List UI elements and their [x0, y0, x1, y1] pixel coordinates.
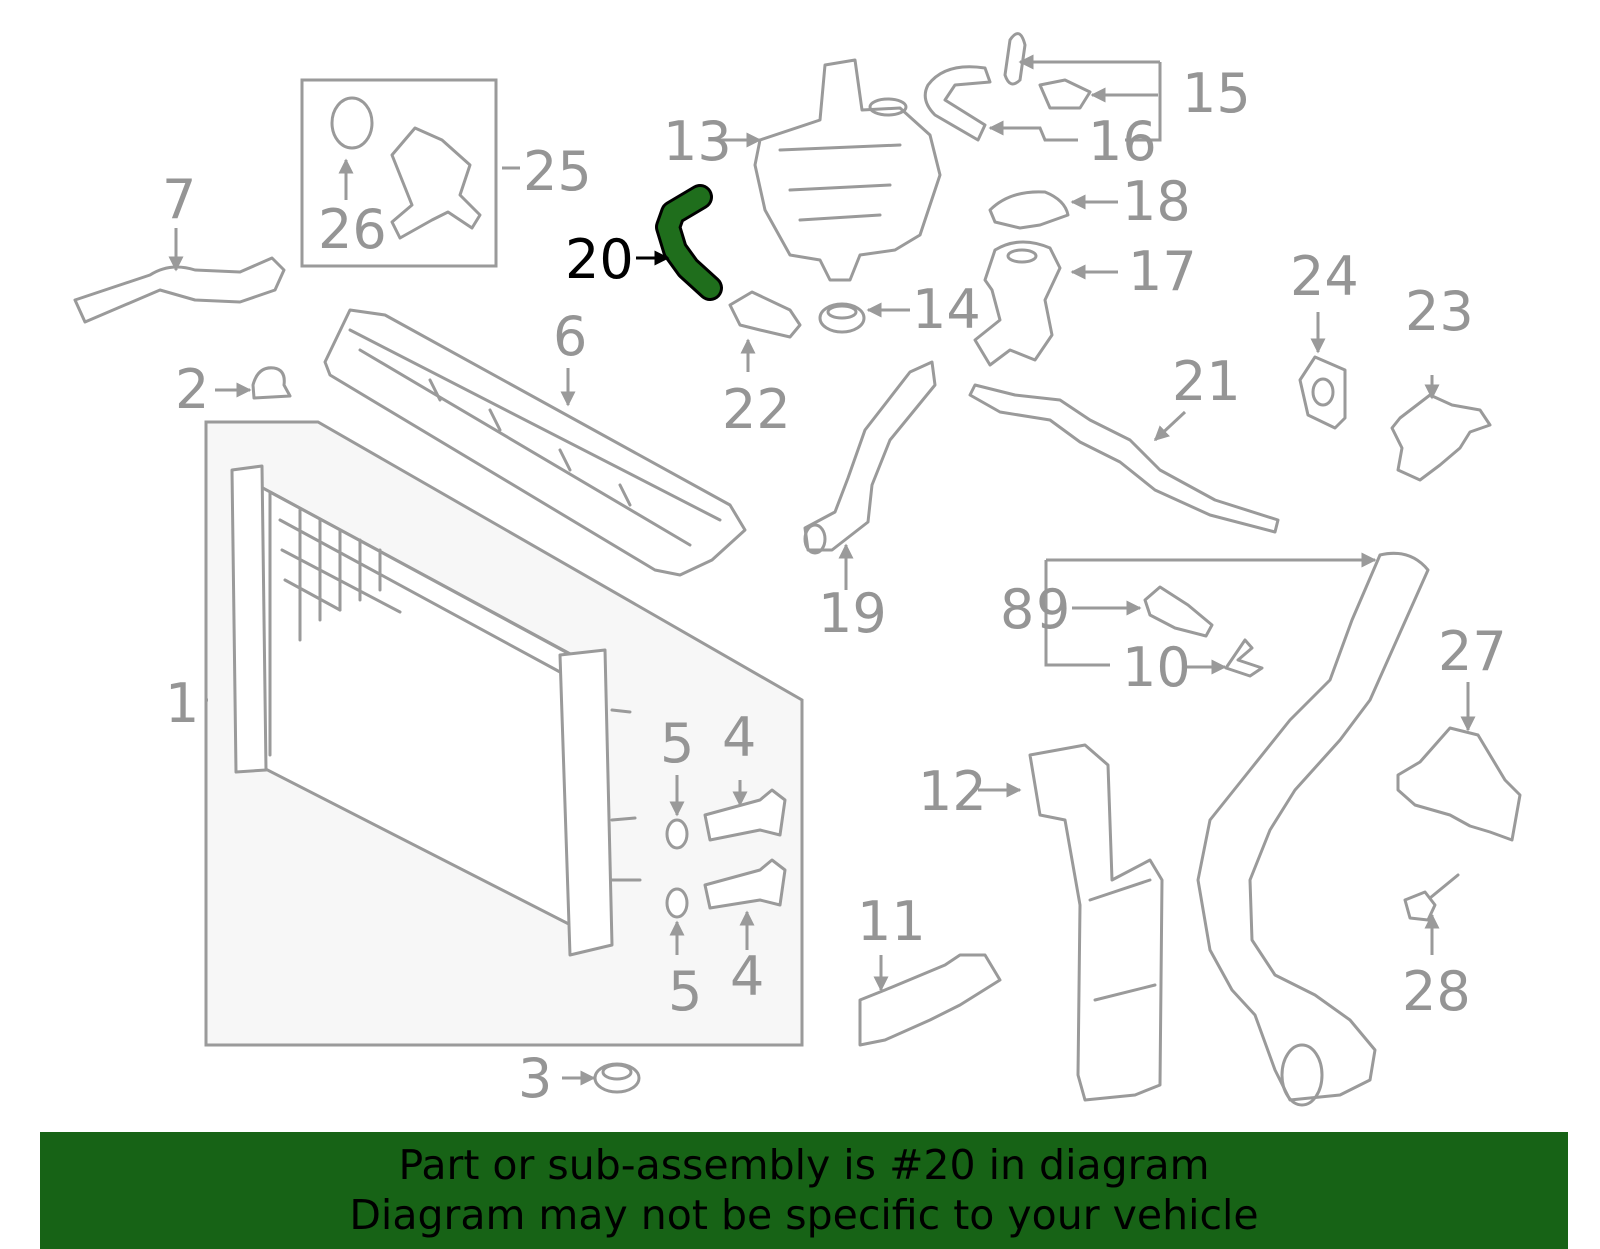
callout-19: 19 [818, 582, 887, 645]
callout-20: 20 [565, 228, 634, 291]
grommet-14 [818, 302, 866, 334]
banner-line-1: Part or sub-assembly is #20 in diagram [398, 1141, 1210, 1189]
callout-25: 25 [523, 140, 592, 203]
banner-line-2: Diagram may not be specific to your vehi… [349, 1191, 1259, 1239]
callout-3: 3 [518, 1047, 552, 1110]
callout-7: 7 [162, 168, 196, 231]
bracket-11 [858, 953, 1002, 1047]
callout-24: 24 [1290, 245, 1359, 308]
bolt-28 [1403, 873, 1460, 922]
hose-7 [73, 256, 286, 324]
sensor-22 [728, 290, 802, 339]
callout-18: 18 [1122, 170, 1191, 233]
callout-1: 1 [165, 672, 199, 735]
callout-26: 26 [318, 198, 387, 261]
water-pump-23 [1390, 393, 1492, 482]
callout-6: 6 [553, 305, 587, 368]
hose-19 [803, 360, 937, 555]
gasket-24 [1298, 355, 1347, 430]
callout-13: 13 [663, 110, 732, 173]
radiator-support [323, 308, 747, 577]
callout-5a: 5 [660, 712, 694, 775]
grommet-3 [593, 1062, 641, 1094]
duct-12 [1028, 743, 1164, 1102]
bracket-27 [1396, 726, 1522, 842]
hose-15-16 [923, 32, 1092, 142]
callout-4b: 4 [730, 945, 764, 1008]
o-ring-5 [665, 818, 689, 919]
tube-21 [968, 383, 1280, 534]
water-inlet-box [300, 78, 498, 268]
callout-12: 12 [918, 760, 987, 823]
callout-28: 28 [1402, 960, 1471, 1023]
callout-14: 14 [912, 278, 981, 341]
drain-plug-4 [703, 788, 787, 910]
callout-21: 21 [1172, 350, 1241, 413]
hose-8 [1196, 551, 1430, 1107]
radiator-assembly [204, 420, 804, 1047]
callout-16: 16 [1088, 110, 1157, 173]
callout-23: 23 [1405, 280, 1474, 343]
callout-22: 22 [722, 378, 791, 441]
callout-5b: 5 [668, 960, 702, 1023]
leader-lines [168, 54, 1476, 1086]
callout-10: 10 [1122, 636, 1191, 699]
callout-17: 17 [1128, 240, 1197, 303]
callout-11: 11 [857, 890, 926, 953]
hose-20-highlighted [655, 184, 723, 301]
callout-2: 2 [175, 358, 209, 421]
info-banner: Part or sub-assembly is #20 in diagram D… [40, 1132, 1568, 1249]
callout-8: 8 [1000, 578, 1034, 641]
callout-9: 9 [1036, 578, 1070, 641]
callout-4a: 4 [722, 706, 756, 769]
callout-27: 27 [1438, 620, 1507, 683]
clip-2 [251, 366, 292, 400]
water-outlet-17 [973, 240, 1062, 367]
callout-15: 15 [1182, 62, 1251, 125]
reservoir-13 [753, 58, 942, 282]
cap-18 [988, 190, 1070, 230]
bracket-8-9-10 [1044, 552, 1377, 678]
